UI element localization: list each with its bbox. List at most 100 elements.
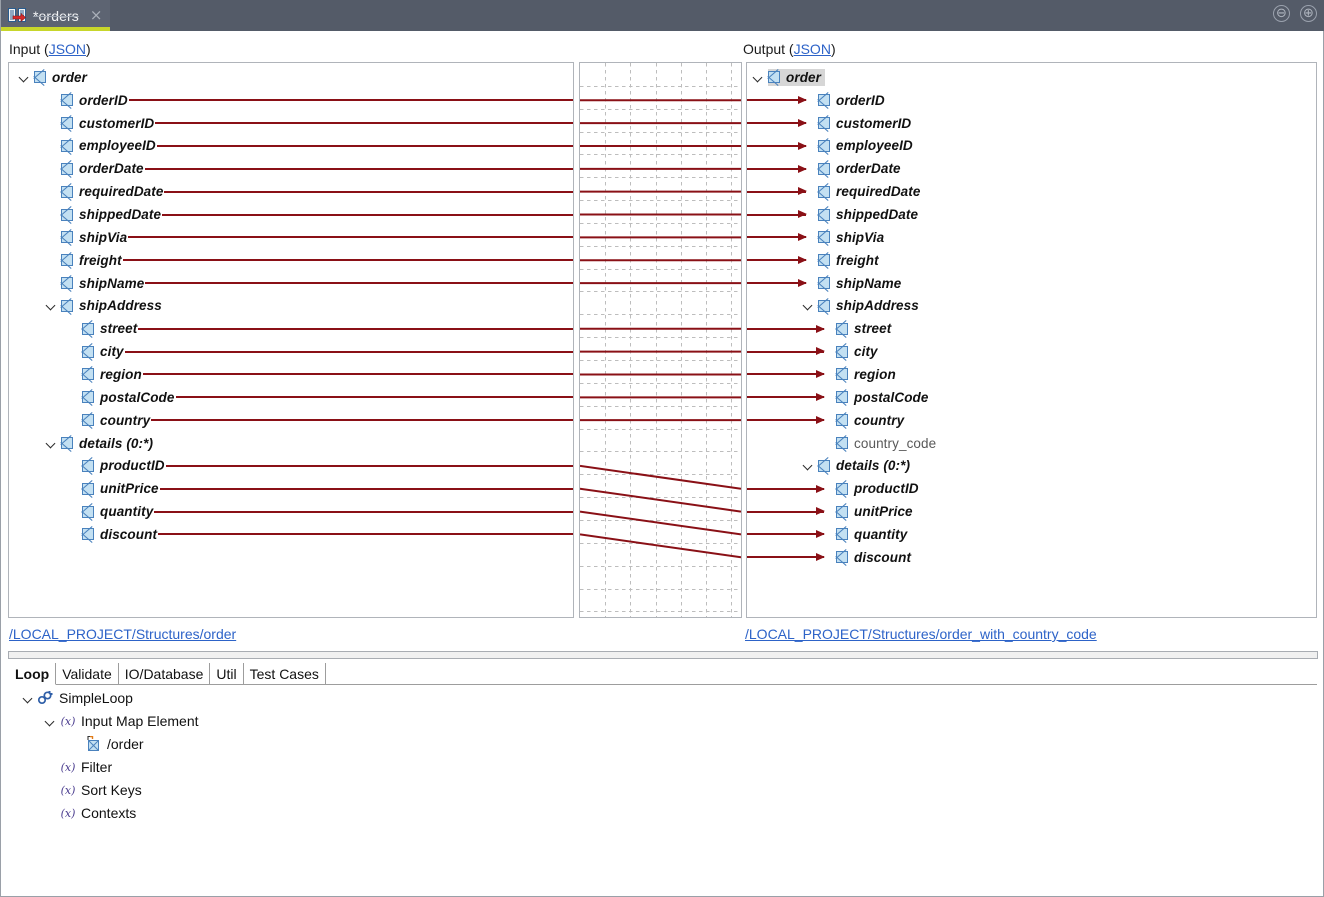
tree-row-output[interactable]: street: [747, 317, 1316, 340]
tree-row-output[interactable]: orderID: [747, 89, 1316, 112]
chevron-down-icon[interactable]: [18, 71, 31, 84]
tree-row-output[interactable]: unitPrice: [747, 500, 1316, 523]
mapping-link-arrow[interactable]: [747, 507, 825, 516]
chevron-down-icon[interactable]: [21, 691, 35, 705]
tree-node[interactable]: shipAddress: [61, 297, 166, 314]
chevron-down-icon[interactable]: [802, 459, 815, 472]
loop-tree-row[interactable]: (x)Filter: [9, 755, 1317, 778]
mapping-link-stub[interactable]: [128, 236, 573, 239]
tree-row-output[interactable]: details (0:*): [747, 454, 1316, 477]
tree-row-output[interactable]: city: [747, 340, 1316, 363]
tree-row-input[interactable]: street: [9, 317, 573, 340]
tree-row-input[interactable]: orderDate: [9, 157, 573, 180]
tree-row-output[interactable]: region: [747, 363, 1316, 386]
tree-node[interactable]: region: [836, 366, 900, 383]
tree-node[interactable]: discount: [836, 549, 915, 566]
tree-row-input[interactable]: quantity: [9, 500, 573, 523]
chevron-down-icon[interactable]: [45, 437, 58, 450]
tree-node[interactable]: street: [82, 320, 141, 337]
close-icon[interactable]: ×: [89, 6, 103, 24]
mapping-link-stub[interactable]: [162, 213, 573, 216]
mapping-link-stub[interactable]: [157, 144, 573, 147]
mapping-link-arrow[interactable]: [747, 164, 807, 173]
tree-node[interactable]: customerID: [61, 115, 158, 132]
tree-row-input[interactable]: region: [9, 363, 573, 386]
tree-row-input[interactable]: shipName: [9, 272, 573, 295]
mapping-link-arrow[interactable]: [747, 256, 807, 265]
mapping-link-stub[interactable]: [151, 419, 573, 422]
tree-node[interactable]: country: [836, 412, 908, 429]
tree-node[interactable]: city: [82, 343, 128, 360]
tree-node[interactable]: freight: [61, 252, 126, 269]
mapping-link-arrow[interactable]: [747, 393, 825, 402]
input-json-link[interactable]: JSON: [48, 41, 87, 57]
tree-row-input[interactable]: freight: [9, 249, 573, 272]
output-structure-path-link[interactable]: /LOCAL_PROJECT/Structures/order_with_cou…: [745, 626, 1097, 642]
tree-node[interactable]: shipAddress: [818, 297, 923, 314]
mapping-link-arrow[interactable]: [747, 370, 825, 379]
tree-row-input[interactable]: city: [9, 340, 573, 363]
tree-node[interactable]: shippedDate: [818, 206, 922, 223]
tree-row-input[interactable]: shippedDate: [9, 203, 573, 226]
tree-node[interactable]: details (0:*): [61, 435, 157, 452]
tree-node[interactable]: productID: [82, 457, 169, 474]
mapping-link-arrow[interactable]: [747, 553, 825, 562]
tree-row-input[interactable]: unitPrice: [9, 477, 573, 500]
mapping-link-stub[interactable]: [123, 259, 573, 262]
tree-row-output[interactable]: country_code: [747, 432, 1316, 455]
mapping-link-arrow[interactable]: [747, 278, 807, 287]
tree-node[interactable]: details (0:*): [818, 457, 914, 474]
tree-node[interactable]: street: [836, 320, 895, 337]
mapping-link-arrow[interactable]: [747, 233, 807, 242]
tree-node[interactable]: shipName: [818, 275, 905, 292]
mapping-link-stub[interactable]: [176, 396, 573, 399]
maximize-icon[interactable]: ⊕: [1300, 5, 1317, 22]
mapping-link-stub[interactable]: [160, 487, 573, 490]
tree-node[interactable]: country: [82, 412, 154, 429]
tree-row-input[interactable]: discount: [9, 523, 573, 546]
tree-node[interactable]: city: [836, 343, 882, 360]
tree-node[interactable]: order: [768, 68, 826, 86]
tree-row-input[interactable]: shipAddress: [9, 295, 573, 318]
mapping-link-line[interactable]: [580, 533, 741, 559]
mapping-link-arrow[interactable]: [747, 187, 807, 196]
tree-row-input[interactable]: details (0:*): [9, 432, 573, 455]
mapping-link-stub[interactable]: [145, 167, 573, 170]
tree-node[interactable]: unitPrice: [836, 503, 917, 520]
tree-row-output[interactable]: orderDate: [747, 157, 1316, 180]
tree-node[interactable]: orderDate: [818, 160, 905, 177]
tree-row-output[interactable]: shipAddress: [747, 295, 1316, 318]
mapping-link-arrow[interactable]: [747, 415, 825, 424]
tree-node[interactable]: postalCode: [836, 389, 933, 406]
mapping-link-stub[interactable]: [125, 350, 573, 353]
editor-tab-orders[interactable]: *orders ×: [1, 0, 111, 31]
tree-node[interactable]: orderID: [61, 92, 132, 109]
tree-row-output[interactable]: postalCode: [747, 386, 1316, 409]
loop-tree-row[interactable]: /order: [9, 732, 1317, 755]
mapping-link-stub[interactable]: [138, 327, 573, 330]
mapping-link-stub[interactable]: [154, 510, 573, 513]
mapping-link-stub[interactable]: [164, 190, 573, 193]
chevron-down-icon[interactable]: [43, 714, 57, 728]
tree-row-input[interactable]: country: [9, 409, 573, 432]
tree-node[interactable]: requiredDate: [818, 183, 924, 200]
tree-node[interactable]: discount: [82, 526, 161, 543]
loop-tree-row[interactable]: (x)Input Map Element: [9, 709, 1317, 732]
mapping-link-line[interactable]: [580, 510, 741, 536]
tab-test-cases[interactable]: Test Cases: [243, 663, 326, 684]
loop-properties-tree[interactable]: SimpleLoop(x)Input Map Element/order(x)F…: [9, 686, 1317, 824]
tree-node[interactable]: customerID: [818, 115, 915, 132]
mapping-link-stub[interactable]: [129, 99, 573, 102]
tree-row-output[interactable]: customerID: [747, 112, 1316, 135]
tree-node[interactable]: quantity: [836, 526, 911, 543]
output-json-link[interactable]: JSON: [793, 41, 831, 57]
tree-node[interactable]: shipVia: [818, 229, 888, 246]
tree-row-output[interactable]: shipVia: [747, 226, 1316, 249]
tree-node[interactable]: requiredDate: [61, 183, 167, 200]
tree-node[interactable]: orderDate: [61, 160, 148, 177]
tree-node[interactable]: postalCode: [82, 389, 179, 406]
tree-node[interactable]: freight: [818, 252, 883, 269]
tree-row-input[interactable]: orderID: [9, 89, 573, 112]
